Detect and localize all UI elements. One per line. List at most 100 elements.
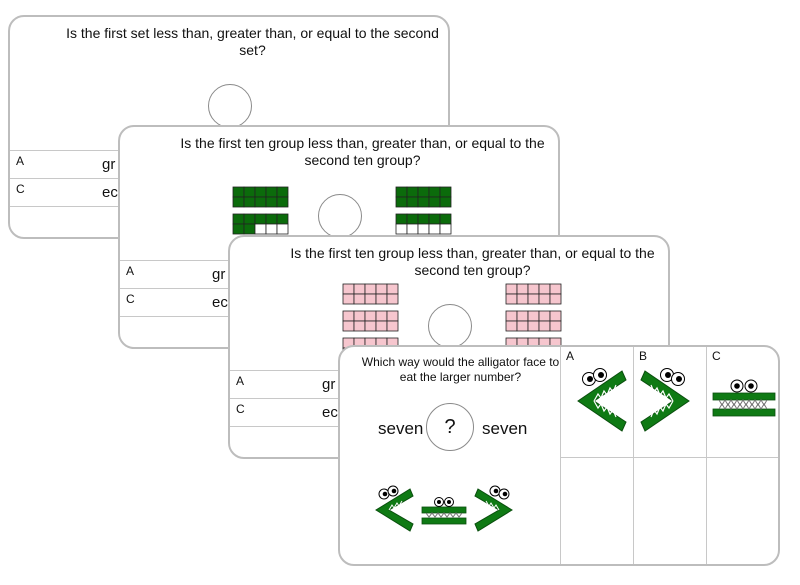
ten-frame-cell — [254, 213, 267, 225]
ten-frame-cell — [386, 293, 399, 305]
ten-frame-cell — [276, 196, 289, 208]
option-text: gr — [212, 266, 226, 283]
ten-frame-cell — [549, 283, 562, 295]
ten-frame-cell — [395, 213, 408, 225]
ten-frame-cell — [505, 310, 518, 322]
option-text: ec — [212, 294, 228, 311]
comparison-circle[interactable] — [428, 304, 472, 348]
ten-frame-cell — [265, 186, 278, 198]
ten-frame-cell — [395, 223, 408, 235]
ten-frame-cell — [265, 223, 278, 235]
ten-frame-cell — [428, 196, 441, 208]
ten-frame-cell — [364, 310, 377, 322]
ten-frame-cell — [232, 186, 245, 198]
choice-a[interactable]: A — [560, 347, 633, 457]
question-card-4[interactable]: Which way would the alligator face to ea… — [338, 345, 780, 566]
ten-frame-cell — [353, 320, 366, 332]
ten-frame-cell — [232, 213, 245, 225]
option-text: gr — [322, 376, 336, 393]
ten-frame-cell — [527, 293, 540, 305]
option-letter: C — [16, 182, 25, 196]
alligator-greater-than-icon — [640, 368, 690, 432]
ten-frame-cell — [232, 196, 245, 208]
ten-frame-cell — [364, 283, 377, 295]
ten-frame-cell — [254, 186, 267, 198]
ten-frame-cell — [254, 223, 267, 235]
alligator-choice-grid: A B C — [560, 347, 778, 564]
ten-frame-cell — [265, 213, 278, 225]
choice-a-empty[interactable] — [560, 457, 633, 564]
ten-frame-cell — [439, 196, 452, 208]
ten-frame-cell — [406, 223, 419, 235]
ten-frame-cell — [428, 213, 441, 225]
ten-frame-cell — [549, 320, 562, 332]
choice-letter: B — [639, 349, 648, 363]
question-text: Is the first ten group less than, greate… — [180, 135, 545, 168]
ten-frame-cell — [417, 213, 430, 225]
comparison-circle[interactable] — [318, 194, 362, 238]
ten-frame-cell — [375, 283, 388, 295]
option-text: ec — [322, 404, 338, 421]
ten-frame-cell — [417, 223, 430, 235]
ten-frame-cell — [342, 283, 355, 295]
ten-frame-cell — [549, 293, 562, 305]
right-number: seven — [482, 419, 528, 438]
ten-frame-cell — [375, 293, 388, 305]
ten-frame-cell — [527, 320, 540, 332]
ten-frame-cell — [538, 320, 551, 332]
ten-frames — [232, 186, 452, 235]
choice-c-empty[interactable] — [706, 457, 778, 564]
ten-frame-cell — [417, 196, 430, 208]
option-letter: C — [126, 292, 135, 306]
ten-frame-cell — [428, 186, 441, 198]
ten-frame-cell — [375, 320, 388, 332]
ten-frame-cell — [428, 223, 441, 235]
ten-frame-cell — [516, 293, 529, 305]
ten-frame-cell — [505, 320, 518, 332]
option-letter: A — [126, 264, 135, 278]
ten-frame-cell — [243, 186, 256, 198]
ten-frame-cell — [549, 310, 562, 322]
choice-b-empty[interactable] — [633, 457, 706, 564]
question-text: Is the first ten group less than, greate… — [290, 245, 655, 278]
option-letter: A — [16, 154, 25, 168]
ten-frame-cell — [527, 310, 540, 322]
choice-b[interactable]: B — [633, 347, 706, 457]
ten-frame-cell — [386, 310, 399, 322]
ten-frame-cell — [516, 310, 529, 322]
ten-frame-cell — [364, 320, 377, 332]
alligator-less-than-icon — [375, 485, 414, 532]
ten-frame-cell — [353, 293, 366, 305]
ten-frame-cell — [516, 283, 529, 295]
ten-frame-cell — [276, 223, 289, 235]
choice-c[interactable]: C — [706, 347, 778, 457]
ten-frame-cell — [406, 186, 419, 198]
ten-frame-cell — [353, 310, 366, 322]
ten-frame-cell — [395, 186, 408, 198]
ten-frame-cell — [375, 310, 388, 322]
alligator-less-than-icon — [577, 368, 627, 432]
ten-frame-cell — [342, 310, 355, 322]
option-text: gr — [102, 156, 116, 173]
ten-frame-cell — [386, 320, 399, 332]
ten-frame-cell — [439, 186, 452, 198]
ten-frame-cell — [538, 293, 551, 305]
ten-frame-cell — [417, 186, 430, 198]
ten-frame-cell — [342, 320, 355, 332]
comparison-circle[interactable] — [208, 84, 252, 128]
choice-letter: C — [712, 349, 721, 363]
ten-frame-cell — [276, 213, 289, 225]
left-number: seven — [378, 419, 424, 438]
ten-frame-cell — [364, 293, 377, 305]
ten-frame-cell — [265, 196, 278, 208]
comparison-circle[interactable]: ? — [426, 403, 474, 451]
ten-frame-cell — [439, 213, 452, 225]
ten-frame-cell — [243, 196, 256, 208]
ten-frame-cell — [342, 293, 355, 305]
ten-frame-cell — [527, 283, 540, 295]
alligator-equal-icon — [712, 379, 776, 417]
question-text: Is the first set less than, greater than… — [66, 25, 439, 58]
question-text: Which way would the alligator face to ea… — [361, 355, 560, 384]
ten-frame-cell — [516, 320, 529, 332]
ten-frame-cell — [395, 196, 408, 208]
